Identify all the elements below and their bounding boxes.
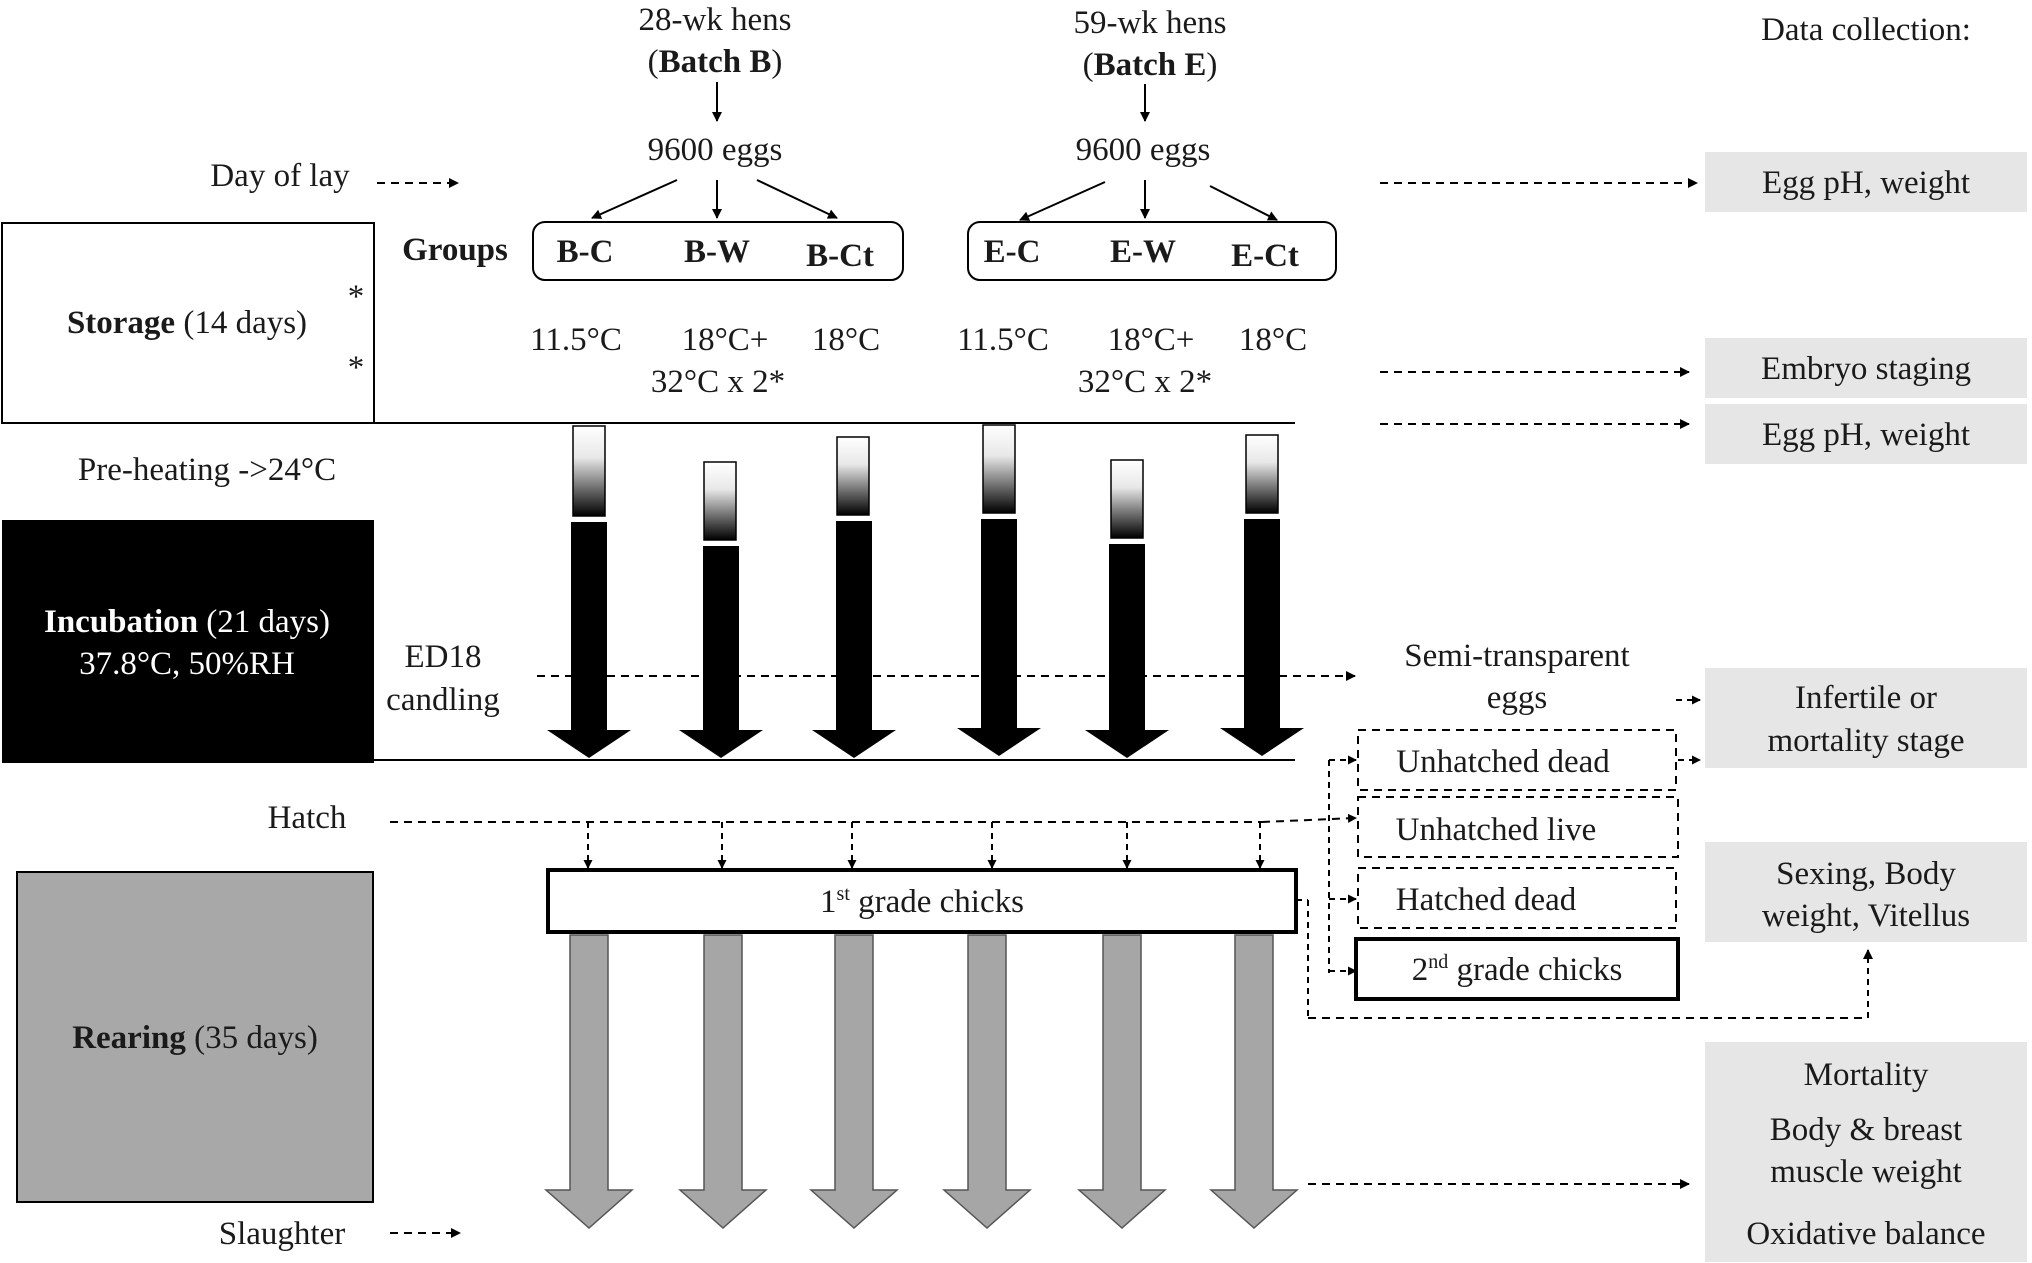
egg-ph-weight-box-2 <box>1705 404 2027 464</box>
hatch-label: Hatch <box>268 800 347 836</box>
batch-e-label: (Batch E) <box>1083 47 1218 83</box>
storage-box <box>1 222 375 424</box>
semi-transparent-line2: eggs <box>1487 680 1548 716</box>
preheat-bar-e-w <box>1110 459 1144 539</box>
second-grade-chicks-box <box>1354 937 1680 1001</box>
preheating-label: Pre-heating ->24°C <box>78 452 336 488</box>
batch-b-eggs: 9600 eggs <box>648 132 783 168</box>
group-b-c: B-C <box>557 234 614 270</box>
sexing-box <box>1705 842 2027 942</box>
group-b-w: B-W <box>684 234 750 270</box>
storage-label: Storage (14 days) <box>67 305 307 341</box>
column-e-ct <box>1220 434 1304 756</box>
column-e-w <box>1085 459 1169 758</box>
batch-e-hens: 59-wk hens <box>1073 5 1226 41</box>
storage-asterisk-1: * <box>348 279 365 315</box>
temp-e-w-extra: 32°C x 2* <box>1078 364 1212 400</box>
rearing-box <box>16 871 374 1203</box>
column-e-c <box>957 424 1041 756</box>
group-e-ct: E-Ct <box>1231 238 1299 274</box>
egg-ph-weight-2: Egg pH, weight <box>1762 417 1970 453</box>
embryo-staging-box <box>1705 338 2027 398</box>
unhatched-dead-box <box>1357 729 1677 791</box>
rearing-label: Rearing (35 days) <box>72 1020 318 1056</box>
unhatched-live-box <box>1357 796 1679 858</box>
batch-e-eggs: 9600 eggs <box>1076 132 1211 168</box>
rearing-collection-box <box>1705 1042 2027 1262</box>
mortality: Mortality <box>1804 1057 1929 1093</box>
ed18-line1: ED18 <box>405 639 482 675</box>
storage-asterisk-2: * <box>348 350 365 386</box>
infertile-line1: Infertile or <box>1795 680 1937 716</box>
sexing-line2: weight, Vitellus <box>1762 898 1970 934</box>
incubation-arrow-b-w <box>679 546 763 758</box>
unhatched-dead-label: Unhatched dead <box>1396 744 1610 780</box>
infertile-line2: mortality stage <box>1767 723 1964 759</box>
column-b-ct <box>812 436 896 758</box>
batch-b-label: (Batch B) <box>648 44 783 80</box>
incubation-arrow-b-ct <box>812 521 896 758</box>
batch-b-header: 28-wk hens (Batch B) 9600 eggs B-C B-W B… <box>530 2 904 400</box>
column-b-c <box>547 425 631 758</box>
rearing-arrow-b-c <box>544 934 634 1230</box>
temp-e-c: 11.5°C <box>957 322 1049 358</box>
semi-transparent-line1: Semi-transparent <box>1404 638 1629 674</box>
temp-b-c: 11.5°C <box>530 322 622 358</box>
incubation-arrow-e-w <box>1085 544 1169 758</box>
day-of-lay-label: Day of lay <box>210 158 350 194</box>
sexing-line1: Sexing, Body <box>1776 856 1956 892</box>
incubation-arrow-e-c <box>957 519 1041 756</box>
rearing-arrow-e-ct <box>1209 934 1299 1230</box>
embryo-staging: Embryo staging <box>1761 351 1971 387</box>
temp-b-w-extra: 32°C x 2* <box>651 364 785 400</box>
incubation-label: Incubation (21 days) <box>44 604 330 640</box>
incubation-conditions: 37.8°C, 50%RH <box>79 646 295 682</box>
group-e-c: E-C <box>984 234 1041 270</box>
group-e-w: E-W <box>1110 234 1176 270</box>
column-b-w <box>679 461 763 758</box>
groups-label: Groups <box>402 232 508 268</box>
preheat-bar-e-ct <box>1245 434 1279 514</box>
preheat-bar-e-c <box>982 424 1016 514</box>
first-grade-chicks-label: 1st grade chicks <box>820 883 1024 920</box>
infertile-box <box>1705 668 2027 768</box>
batch-e-groups-box <box>967 221 1337 281</box>
rearing-arrow-e-c <box>942 934 1032 1230</box>
data-collection-title: Data collection: <box>1761 12 1971 48</box>
group-b-ct: B-Ct <box>806 238 874 274</box>
batch-b-hens: 28-wk hens <box>638 2 791 38</box>
incubation-arrow-e-ct <box>1220 519 1304 756</box>
temp-e-w: 18°C+ <box>1108 322 1195 358</box>
hatched-dead-label: Hatched dead <box>1396 882 1577 918</box>
preheat-bar-b-w <box>703 461 737 541</box>
rearing-arrow-b-ct <box>809 934 899 1230</box>
rearing-arrow-e-w <box>1077 934 1167 1230</box>
body-breast-line1: Body & breast <box>1770 1112 1962 1148</box>
batch-b-groups-box <box>532 221 904 281</box>
temp-b-ct: 18°C <box>812 322 880 358</box>
incubation-box <box>2 520 374 763</box>
ed18-line2: candling <box>386 682 500 718</box>
incubation-arrow-b-c <box>547 522 631 758</box>
hatched-dead-box <box>1357 867 1677 929</box>
slaughter-label: Slaughter <box>219 1216 345 1252</box>
rearing-arrow-b-w <box>678 934 768 1230</box>
batch-e-header: 59-wk hens (Batch E) 9600 eggs E-C E-W E… <box>957 5 1337 400</box>
egg-ph-weight-box-1 <box>1705 152 2027 212</box>
body-breast-line2: muscle weight <box>1770 1154 1962 1190</box>
unhatched-live-label: Unhatched live <box>1396 812 1597 848</box>
temp-e-ct: 18°C <box>1239 322 1307 358</box>
temp-b-w: 18°C+ <box>682 322 769 358</box>
preheat-bar-b-c <box>572 425 606 517</box>
second-grade-chicks-label: 2nd grade chicks <box>1412 951 1623 988</box>
egg-ph-weight-1: Egg pH, weight <box>1762 165 1970 201</box>
oxidative-balance: Oxidative balance <box>1746 1216 1985 1252</box>
preheat-bar-b-ct <box>836 436 870 516</box>
